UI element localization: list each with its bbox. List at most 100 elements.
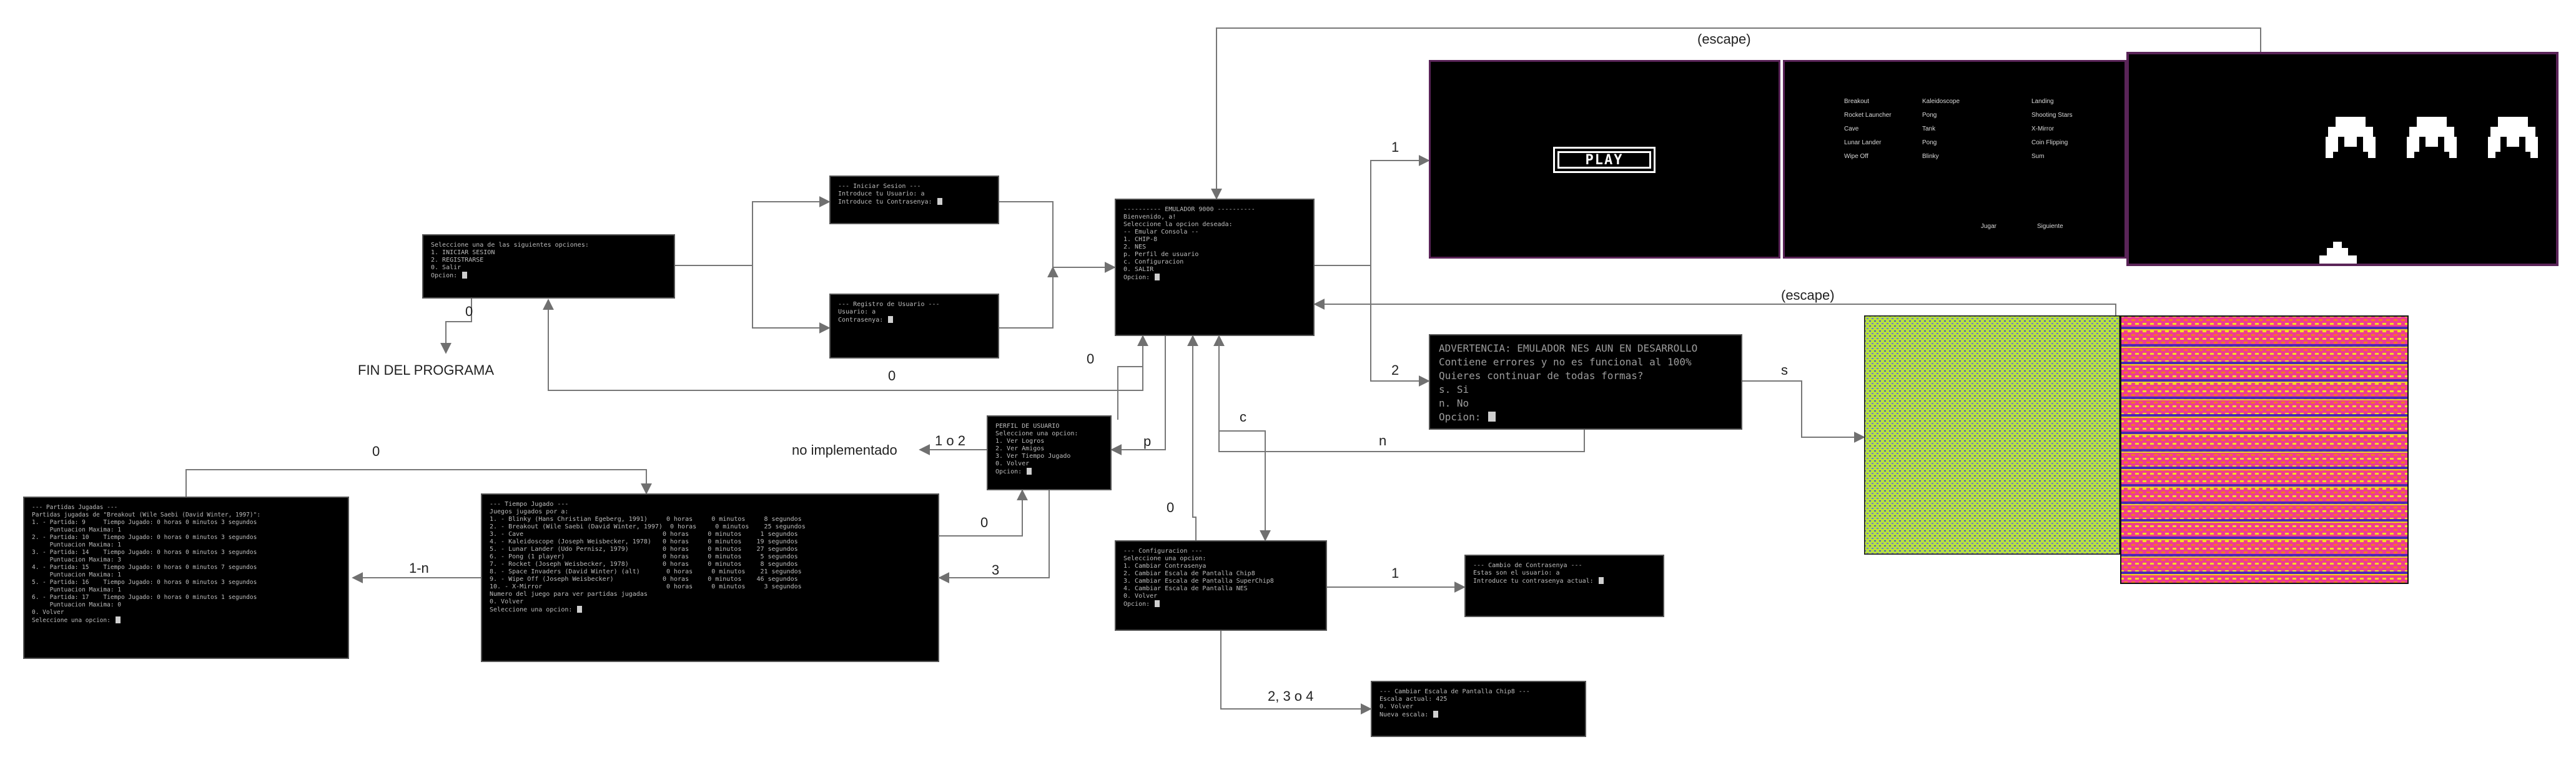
- jugar-button[interactable]: Jugar: [1981, 223, 1997, 230]
- wire-emu-warn: [1370, 265, 1430, 387]
- game-item[interactable]: Pong: [1922, 112, 1937, 119]
- terminal-cursor: [1155, 274, 1160, 280]
- invaders-sprites: [2319, 117, 2538, 264]
- terminal-line: 2. Ver Amigos: [995, 445, 1045, 452]
- login-terminal: --- Iniciar Sesion ---Introduce tu Usuar…: [829, 176, 999, 224]
- terminal-line: --- Tiempo Jugado ---: [490, 501, 569, 508]
- terminal-line: 0. Volver: [1123, 593, 1158, 600]
- terminal-line: Escala actual: 425: [1379, 696, 1448, 703]
- space-invaders-screen: [2126, 52, 2559, 266]
- label-escape-top: (escape): [1697, 31, 1751, 47]
- game-item[interactable]: Sum: [2031, 153, 2045, 160]
- terminal-line: Nueva escala:: [1379, 711, 1577, 719]
- label-main-zero: 0: [465, 304, 473, 319]
- terminal-cursor: [577, 606, 583, 613]
- terminal-line: 5. - Partida: 16 Tiempo Jugado: 0 horas …: [32, 579, 257, 586]
- wire-escape-top: [1211, 27, 2261, 200]
- terminal-cursor: [888, 316, 894, 323]
- terminal-line: Introduce tu contrasenya actual:: [1473, 577, 1656, 585]
- label-two-three-four: 2, 3 o 4: [1268, 688, 1314, 704]
- siguiente-button[interactable]: Siguiente: [2037, 223, 2063, 230]
- terminal-line: 5. - Lunar Lander (Udo Pernisz, 1979) 0 …: [490, 546, 798, 553]
- terminal-line: 2. REGISTRARSE: [431, 257, 484, 264]
- terminal-line: 10. - X-Mirror 0 horas 0 minutos 3 segun…: [490, 583, 802, 590]
- terminal-line: n. No: [1439, 397, 1469, 409]
- game-item[interactable]: Tank: [1922, 126, 1936, 132]
- nes-green-noise-screen: [1864, 315, 2120, 555]
- terminal-line: Seleccione una opcion:: [490, 606, 930, 614]
- terminal-line: Seleccione la opcion deseada:: [1123, 221, 1233, 228]
- terminal-line: --- Cambio de Contrasenya ---: [1473, 562, 1582, 569]
- game-item[interactable]: Landing: [2031, 98, 2054, 105]
- game-item[interactable]: Shooting Stars: [2031, 112, 2073, 119]
- label-config-zero: 0: [1167, 500, 1175, 515]
- label-three: 3: [992, 562, 1000, 578]
- play-logo: PLAY: [1553, 147, 1656, 173]
- game-item[interactable]: Pong: [1922, 139, 1937, 146]
- label-fin-programa: FIN DEL PROGRAMA: [358, 362, 494, 378]
- terminal-cursor: [1155, 600, 1160, 607]
- terminal-line: 2. - Partida: 10 Tiempo Jugado: 0 horas …: [32, 534, 257, 541]
- terminal-line: ---------- EMULADOR 9000 ----------: [1123, 206, 1255, 213]
- terminal-line: 1. CHIP-8: [1123, 236, 1158, 243]
- wire-partidas-tiempo: [185, 469, 652, 497]
- terminal-line: 0. Volver: [490, 598, 524, 605]
- terminal-line: 2. - Breakout (Wile Saebi (David Winter,…: [490, 523, 806, 530]
- terminal-line: p. Perfil de usuario: [1123, 251, 1199, 258]
- game-item[interactable]: Wipe Off: [1844, 153, 1868, 160]
- label-one-n: 1-n: [409, 560, 429, 576]
- terminal-line: 3. - Partida: 14 Tiempo Jugado: 0 horas …: [32, 549, 257, 556]
- terminal-line: Puntuacion Maxima: 1: [32, 571, 121, 578]
- invader-sprite-2: [2407, 117, 2457, 158]
- wire-main-fin: [440, 299, 472, 354]
- game-item[interactable]: Rocket Launcher: [1844, 112, 1892, 119]
- terminal-line: 3. - Cave 0 horas 0 minutos 1 segundos: [490, 531, 798, 538]
- terminal-line: Opcion:: [1439, 410, 1732, 424]
- terminal-line: 4. - Kaleidoscope (Joseph Weisbecker, 19…: [490, 538, 798, 545]
- wire-emu-play: [1315, 155, 1430, 266]
- terminal-cursor: [1598, 577, 1604, 584]
- terminal-line: Juegos jugados por a:: [490, 508, 569, 515]
- game-item[interactable]: Lunar Lander: [1844, 139, 1882, 146]
- terminal-cursor: [1027, 468, 1032, 475]
- terminal-line: PERFIL DE USUARIO: [995, 423, 1060, 430]
- terminal-line: Puntuacion Maxima: 1: [32, 586, 121, 593]
- terminal-line: Seleccione una de las siguientes opcione…: [431, 242, 589, 249]
- label-tiempo-zero: 0: [980, 515, 989, 530]
- tiempo-jugado-terminal: --- Tiempo Jugado ---Juegos jugados por …: [481, 493, 939, 662]
- wire-warn-nes: [1742, 380, 1865, 443]
- terminal-line: s. Si: [1439, 383, 1469, 395]
- game-item[interactable]: Breakout: [1844, 98, 1870, 105]
- terminal-line: Puntuacion Maxima: 1: [32, 527, 121, 533]
- game-item[interactable]: Cave: [1844, 126, 1859, 132]
- label-config-one: 1: [1391, 565, 1399, 581]
- label-two-to-warning: 2: [1391, 362, 1399, 378]
- game-item[interactable]: Coin Flipping: [2031, 139, 2068, 146]
- terminal-line: 1. - Partida: 9 Tiempo Jugado: 0 horas 0…: [32, 519, 257, 526]
- invader-sprite-1: [2326, 117, 2376, 158]
- terminal-line: 3. Ver Tiempo Jugado: [995, 453, 1071, 460]
- terminal-line: 0. SALIR: [1123, 266, 1154, 273]
- terminal-line: Contrasenya:: [838, 316, 990, 324]
- game-item[interactable]: X-Mirror: [2031, 126, 2055, 132]
- terminal-line: 9. - Wipe Off (Joseph Weisbecker) 0 hora…: [490, 576, 798, 583]
- wire-escape-mid: [1313, 299, 2116, 315]
- terminal-cursor: [1433, 711, 1439, 718]
- terminal-line: Opcion:: [1123, 600, 1318, 608]
- wire-emu-config: [1218, 334, 1271, 542]
- game-item[interactable]: Blinky: [1922, 153, 1939, 160]
- terminal-line: --- Iniciar Sesion ---: [838, 183, 921, 190]
- wire-login-emu: [999, 201, 1116, 273]
- game-item[interactable]: Kaleidoscope: [1922, 98, 1960, 105]
- terminal-line: --- Partidas Jugadas ---: [32, 504, 118, 511]
- terminal-line: Seleccione una opcion:: [32, 616, 340, 625]
- terminal-line: 1. - Blinky (Hans Christian Egeberg, 199…: [490, 516, 802, 523]
- label-one-to-play: 1: [1391, 139, 1399, 155]
- terminal-line: Estas son el usuario: a: [1473, 570, 1560, 576]
- escala-pantalla-terminal: --- Cambiar Escala de Pantalla Chip8 ---…: [1371, 681, 1586, 737]
- terminal-line: Seleccione una opcion:: [995, 430, 1078, 437]
- terminal-line: Opcion:: [431, 272, 666, 280]
